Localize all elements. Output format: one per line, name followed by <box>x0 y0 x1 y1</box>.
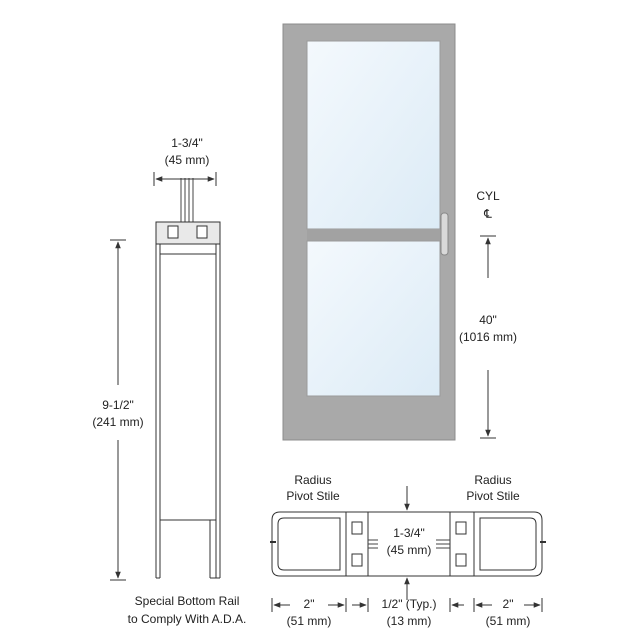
gap-dim-metric: (45 mm) <box>387 543 432 557</box>
cyl-height-metric: (1016 mm) <box>459 330 517 344</box>
bottom-rail-section: 1-3/4" (45 mm) 9-1/2" (241 m <box>92 136 246 626</box>
right-width-metric: (51 mm) <box>486 614 531 628</box>
center-width-imperial: 1/2" (Typ.) <box>382 597 437 611</box>
lower-glass-panel <box>306 240 441 397</box>
left-stile-title-line1: Radius <box>294 473 331 487</box>
rail-caption-line2: to Comply With A.D.A. <box>128 612 247 626</box>
cyl-label: CYL <box>476 189 500 203</box>
rail-top-dim-imperial: 1-3/4" <box>171 136 203 150</box>
rail-top-dim-metric: (45 mm) <box>165 153 210 167</box>
right-stile-title-line2: Pivot Stile <box>466 489 520 503</box>
right-stile-title-line1: Radius <box>474 473 511 487</box>
rail-body <box>155 244 221 579</box>
upper-glass-panel <box>306 40 441 230</box>
centerline-symbol: ℄ <box>483 207 492 221</box>
rail-glazing-pocket <box>155 221 221 245</box>
left-stile-profile <box>270 511 369 577</box>
center-width-metric: (13 mm) <box>387 614 432 628</box>
right-stile-profile <box>449 511 546 577</box>
door-handle <box>440 212 449 256</box>
mid-rail <box>307 229 440 241</box>
left-stile-title-line2: Pivot Stile <box>286 489 340 503</box>
door-elevation <box>282 23 456 441</box>
cyl-dimension: CYL ℄ 40" (1016 mm) <box>459 189 517 439</box>
gap-dim-imperial: 1-3/4" <box>393 526 425 540</box>
rail-caption-line1: Special Bottom Rail <box>135 594 240 608</box>
rail-height-metric: (241 mm) <box>92 415 143 429</box>
pivot-stile-section: Radius Pivot Stile Radius Pivot Stile <box>270 473 546 628</box>
left-width-metric: (51 mm) <box>287 614 332 628</box>
rail-height-imperial: 9-1/2" <box>102 398 134 412</box>
right-width-imperial: 2" <box>503 597 514 611</box>
left-width-imperial: 2" <box>304 597 315 611</box>
cyl-height-imperial: 40" <box>479 313 497 327</box>
